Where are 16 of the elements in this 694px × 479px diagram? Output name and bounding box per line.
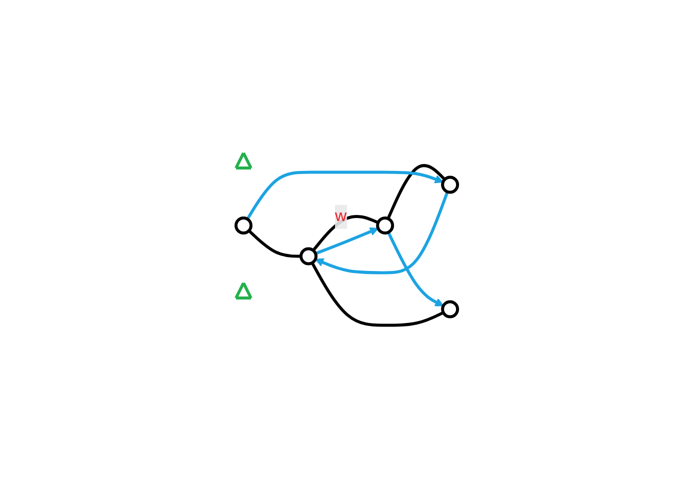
connector (386, 164, 446, 220)
node-circle (441, 300, 460, 319)
arrow (315, 228, 379, 256)
node-circle (441, 176, 460, 194)
node-triangle (234, 152, 253, 170)
connector (311, 262, 444, 328)
connector (312, 215, 379, 252)
node-triangle (234, 282, 253, 300)
node-circle (300, 248, 318, 266)
edge-label: w (335, 208, 347, 226)
node-circle (234, 216, 253, 235)
arrow (246, 171, 444, 220)
arrow (315, 192, 450, 275)
node-circle (376, 216, 394, 235)
connector (248, 230, 302, 258)
arrow (387, 232, 444, 307)
